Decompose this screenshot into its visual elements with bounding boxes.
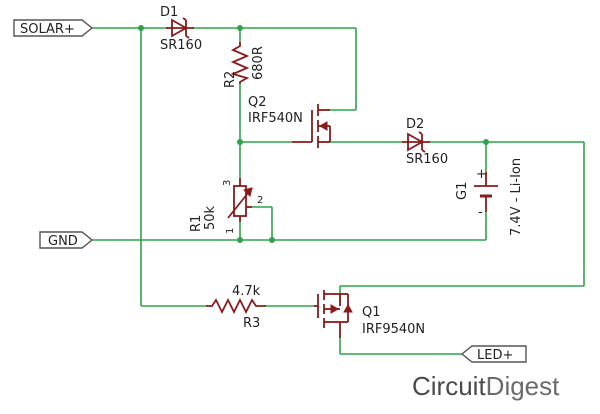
battery-g1: + - G1 7.4V - Li-Ion xyxy=(455,158,524,236)
diode-d2: D2 SR160 xyxy=(402,117,448,167)
resistor-r3: 4.7k R3 xyxy=(206,284,266,331)
r3-value: 4.7k xyxy=(232,284,261,299)
d2-ref: D2 xyxy=(406,117,424,132)
d1-value: SR160 xyxy=(160,38,202,53)
port-led-label: LED+ xyxy=(477,348,513,363)
q2-ref: Q2 xyxy=(248,95,267,110)
resistor-r2: R2 680R xyxy=(223,42,266,88)
r3-ref: R3 xyxy=(243,316,260,331)
junctions xyxy=(138,25,489,243)
q1-ref: Q1 xyxy=(362,305,381,320)
r1-pin1: 1 xyxy=(225,228,236,234)
r1-pin3: 3 xyxy=(222,180,233,186)
g1-ref: G1 xyxy=(455,182,470,200)
g1-minus: - xyxy=(478,205,483,220)
diode-d1: D1 SR160 xyxy=(160,5,202,53)
r2-value: 680R xyxy=(251,46,266,80)
r2-ref: R2 xyxy=(223,71,238,88)
mosfet-q2: Q2 IRF540N xyxy=(248,95,331,148)
r1-value: 50k xyxy=(203,205,218,230)
logo-part2: Digest xyxy=(486,371,560,401)
circuitdigest-logo: CircuitDigest xyxy=(412,371,560,401)
port-solar: SOLAR+ xyxy=(13,19,94,37)
port-led: LED+ xyxy=(460,345,527,363)
port-solar-label: SOLAR+ xyxy=(20,22,75,37)
d1-ref: D1 xyxy=(160,5,178,20)
r1-pin2: 2 xyxy=(257,195,263,206)
q1-value: IRF9540N xyxy=(362,322,425,337)
potentiometer-r1: 3 2 1 R1 50k xyxy=(189,178,263,234)
port-gnd-label: GND xyxy=(48,234,78,249)
g1-value: 7.4V - Li-Ion xyxy=(509,158,524,236)
g1-plus: + xyxy=(476,167,487,182)
r1-ref: R1 xyxy=(189,215,204,232)
port-gnd: GND xyxy=(39,231,94,249)
d2-value: SR160 xyxy=(406,152,448,167)
mosfet-q1: Q1 IRF9540N xyxy=(314,290,425,338)
svg-text:CircuitDigest: CircuitDigest xyxy=(412,371,560,401)
logo-part1: Circuit xyxy=(412,371,486,401)
q2-value: IRF540N xyxy=(248,111,303,126)
